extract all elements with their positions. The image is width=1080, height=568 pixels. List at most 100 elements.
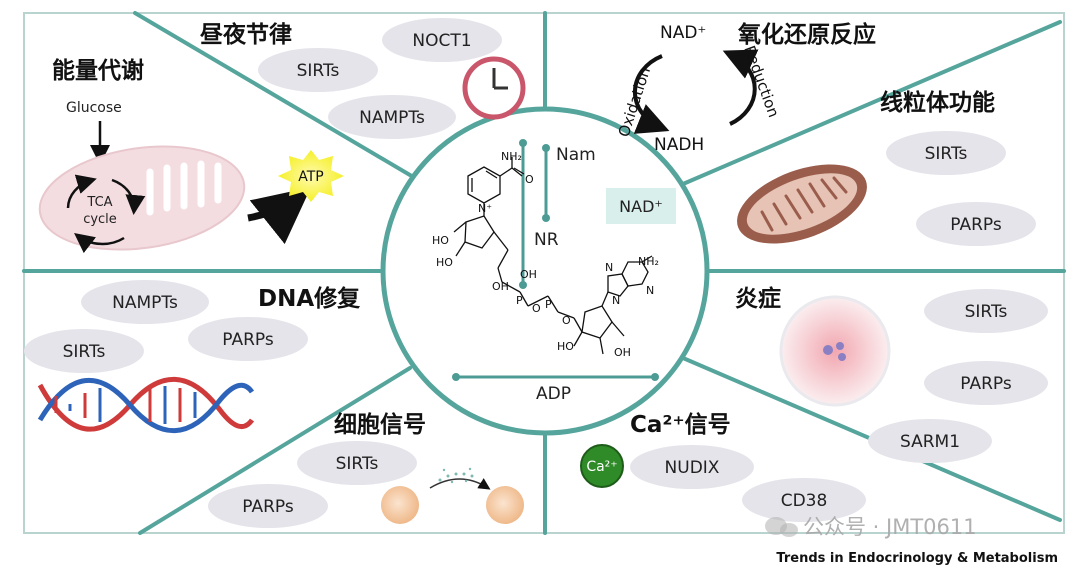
- circadian-pill-nampts-label: NAMPTs: [359, 108, 425, 128]
- adp-label: ADP: [536, 384, 571, 404]
- mitochondrion-cristae: [146, 160, 222, 216]
- section-cell-signaling: 细胞信号 SIRTs PARPs: [208, 411, 524, 528]
- chem-o-amide: O: [525, 173, 534, 186]
- source-citation: Trends in Endocrinology & Metabolism: [776, 551, 1058, 566]
- cell-pill-parps: [208, 484, 328, 528]
- inflammation-pill-parps-label: PARPs: [960, 374, 1012, 394]
- tca-label-line2: cycle: [83, 212, 117, 227]
- redox-nadh: NADH: [654, 135, 704, 155]
- mitochondrial-function-title: 线粒体功能: [880, 89, 995, 116]
- calcium-signaling-title: Ca²⁺信号: [630, 411, 731, 438]
- dna-pill-nampts-label: NAMPTs: [112, 293, 178, 313]
- ca-badge-icon: [580, 444, 624, 488]
- inflammation-pill-sirts: [924, 289, 1048, 333]
- chem-o-link-1: O: [532, 302, 541, 315]
- cell-right-icon: [486, 486, 524, 524]
- atp-arrow: [247, 187, 311, 245]
- section-mitochondrial-function: 线粒体功能 SIRTs PARPs: [737, 89, 1036, 246]
- cell-signaling-title: 细胞信号: [334, 411, 426, 438]
- chem-n-plus: N⁺: [478, 202, 492, 215]
- ca-badge-label: Ca²⁺: [586, 459, 617, 475]
- adp-bracket-dot-right: [651, 373, 659, 381]
- tca-cycle-arrows: [66, 174, 146, 254]
- nr-label: NR: [534, 230, 559, 250]
- section-dna-repair: DNA修复 NAMPTs PARPs SIRTs: [24, 280, 361, 434]
- section-redox: 氧化还原反应 NAD⁺ NADH Oxidation Reduction: [615, 21, 876, 155]
- nam-label: Nam: [556, 145, 596, 165]
- clock-icon: [462, 56, 526, 120]
- chem-nh2-top: NH₂: [501, 150, 522, 163]
- chem-n-3: N: [612, 294, 620, 307]
- dna-helix-icon: [37, 376, 255, 434]
- dna-pill-sirts: [24, 329, 144, 373]
- circadian-pill-noct1-label: NOCT1: [412, 31, 471, 51]
- nad-chemical-structure: [453, 157, 653, 355]
- chem-ho-2: HO: [436, 256, 453, 269]
- inflammation-title: 炎症: [735, 285, 781, 312]
- mito-pill-sirts-label: SIRTs: [925, 144, 968, 164]
- cell-pill-sirts-label: SIRTs: [336, 454, 379, 474]
- center-nad-structure: Nam NR ADP NAD⁺: [380, 106, 710, 436]
- atp-label: ATP: [298, 169, 323, 185]
- redox-right-arrow: [722, 49, 759, 126]
- dna-pill-parps: [188, 317, 308, 361]
- watermark: 公众号 · JMT0611: [765, 515, 977, 539]
- cell-signal-dots: [438, 467, 474, 484]
- dna-pill-sirts-label: SIRTs: [63, 342, 106, 362]
- redox-oxidation: Oxidation: [615, 65, 654, 139]
- chem-nh2-adenine: NH₂: [638, 255, 659, 268]
- nad-plus-box: [606, 188, 676, 224]
- chem-n-1: N: [605, 261, 613, 274]
- mito-pill-parps: [916, 202, 1036, 246]
- divider-upper-right-diagonal: [681, 20, 1062, 186]
- nam-bracket-dot-bottom: [542, 214, 550, 222]
- inflammation-pill-parps: [924, 361, 1048, 405]
- circadian-pill-sirts: [258, 48, 378, 92]
- chem-ho-3: HO: [557, 340, 574, 353]
- chem-oh-2: OH: [520, 268, 537, 281]
- circadian-title: 昼夜节律: [200, 21, 292, 48]
- chem-ho-1: HO: [432, 234, 449, 247]
- circadian-pill-sirts-label: SIRTs: [297, 61, 340, 81]
- cell-pill-sirts: [297, 441, 417, 485]
- ca-pill-nudix: [630, 445, 754, 489]
- mito-pill-sirts: [886, 131, 1006, 175]
- chem-o-link-2: O: [562, 314, 571, 327]
- section-circadian: 昼夜节律 NOCT1 SIRTs NAMPTs: [200, 18, 526, 139]
- chem-n-2: N: [646, 284, 654, 297]
- inflammation-pill-sarm1-label: SARM1: [900, 432, 960, 452]
- redox-left-arrow: [633, 54, 670, 134]
- nam-bracket-dot-top: [542, 144, 550, 152]
- dna-pill-nampts: [81, 280, 209, 324]
- divider-upper-left-diagonal: [133, 11, 417, 180]
- tca-label-line1: TCA: [86, 195, 112, 210]
- mito-pill-parps-label: PARPs: [950, 215, 1002, 235]
- glucose-label: Glucose: [66, 100, 122, 116]
- mitochondrion-icon: [737, 164, 867, 244]
- dna-repair-title: DNA修复: [258, 285, 361, 312]
- adp-bracket-dot-left: [452, 373, 460, 381]
- nad-plus-box-label: NAD⁺: [619, 197, 663, 216]
- nr-bracket-dot-top: [519, 139, 527, 147]
- chem-p-2: P: [545, 298, 552, 311]
- divider-lower-left-diagonal: [138, 366, 412, 535]
- cell-left-icon: [381, 486, 419, 524]
- chem-oh-3: OH: [614, 346, 631, 359]
- cell-signal-arrow: [429, 478, 491, 490]
- circadian-pill-nampts: [328, 95, 456, 139]
- ca-pill-nudix-label: NUDIX: [665, 458, 720, 478]
- inflammation-cell-icon: [779, 295, 891, 407]
- chem-oh-1: OH: [492, 280, 509, 293]
- inflammation-pill-sarm1: [868, 419, 992, 463]
- section-inflammation: 炎症 SIRTs PARPs SARM1: [735, 285, 1048, 463]
- inflammation-pill-sirts-label: SIRTs: [965, 302, 1008, 322]
- section-calcium-signaling: Ca²⁺信号 Ca²⁺ NUDIX CD38: [580, 411, 866, 522]
- chem-p-1: P: [516, 294, 523, 307]
- energy-metabolism-title: 能量代谢: [52, 57, 144, 84]
- redox-title: 氧化还原反应: [737, 21, 876, 48]
- ca-pill-cd38: [742, 478, 866, 522]
- atp-starburst: [278, 150, 344, 202]
- dna-pill-parps-label: PARPs: [222, 330, 274, 350]
- section-energy-metabolism: 能量代谢 Glucose TCA cycle ATP: [38, 57, 344, 254]
- watermark-text: 公众号 · JMT0611: [803, 515, 977, 539]
